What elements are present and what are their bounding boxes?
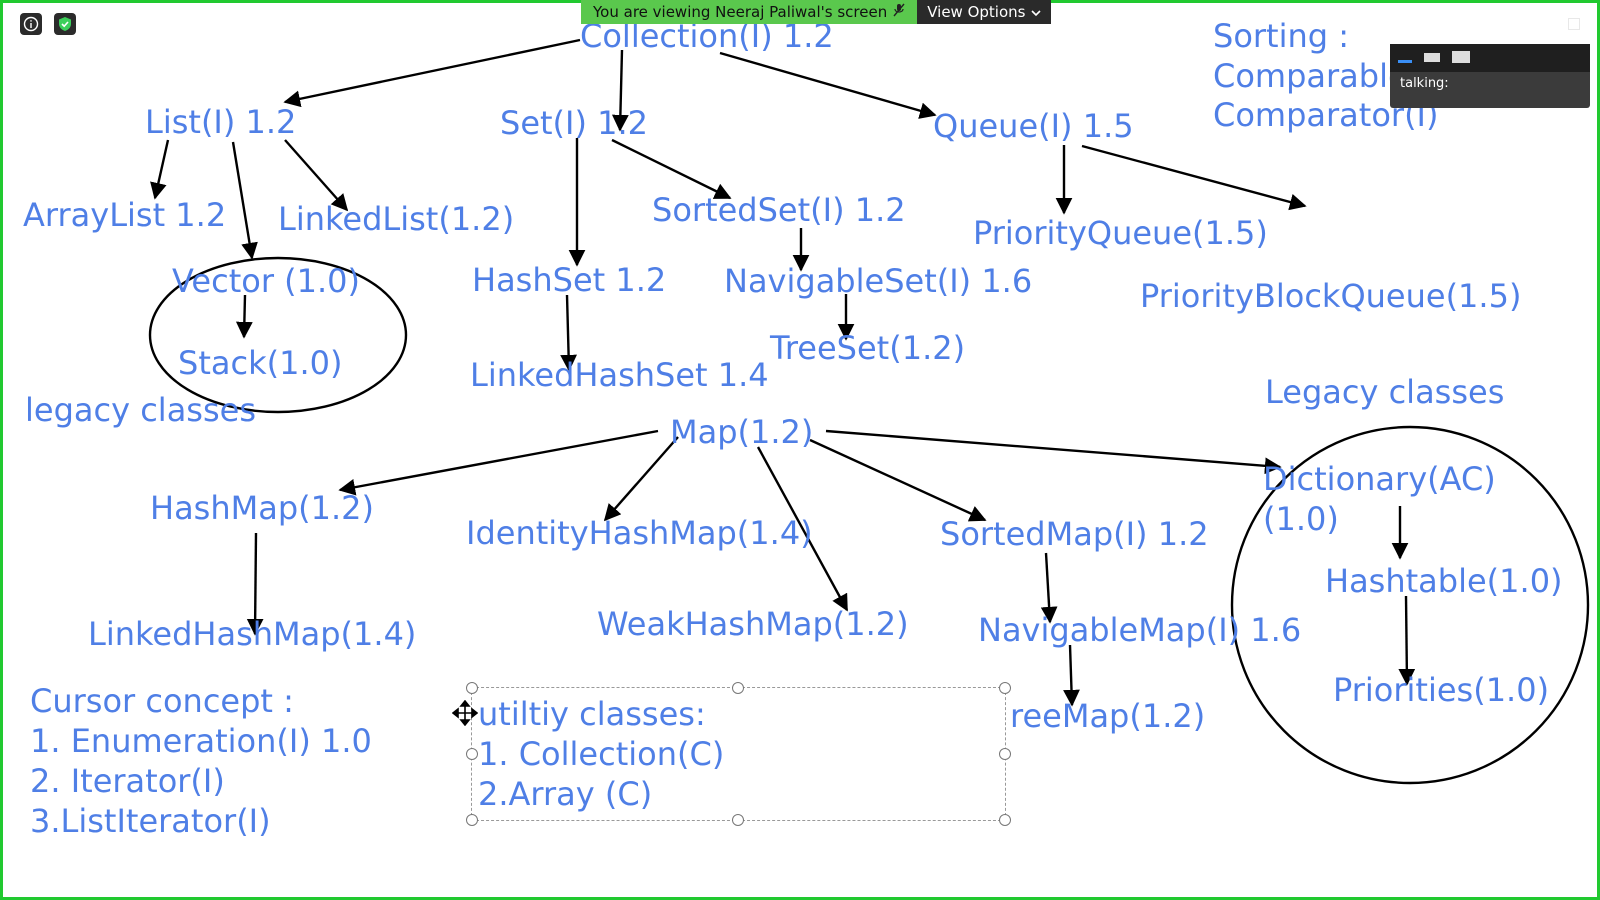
share-message-text: You are viewing Neeraj Paliwal's screen	[593, 3, 888, 21]
resize-handle-b[interactable]	[732, 814, 744, 826]
legacy-circle-left	[148, 256, 408, 414]
arrow-set-sortedset	[611, 138, 732, 200]
utility-item-1: 1. Collection(C)	[478, 735, 725, 773]
cursor-item-3: 3.ListIterator(I)	[30, 802, 271, 840]
cursor-item-2: 2. Iterator(I)	[30, 762, 225, 800]
mic-muted-icon	[893, 0, 905, 24]
shield-icon[interactable]	[54, 13, 76, 35]
node-priorities: Priorities(1.0)	[1333, 671, 1550, 709]
move-cursor-icon[interactable]	[451, 699, 479, 727]
restore-icon[interactable]	[1568, 18, 1580, 30]
node-queue: Queue(I) 1.5	[933, 107, 1134, 145]
node-identityhashmap: IdentityHashMap(1.4)	[466, 514, 813, 552]
node-navigablemap: NavigableMap(I) 1.6	[978, 611, 1302, 649]
utility-item-2: 2.Array (C)	[478, 775, 653, 813]
node-priorityqueue: PriorityQueue(1.5)	[973, 214, 1268, 252]
legacy-classes-label: legacy classes	[25, 391, 256, 429]
node-map: Map(1.2)	[670, 413, 814, 451]
chevron-down-icon	[1031, 0, 1042, 24]
arrow-collection-list	[283, 38, 581, 108]
node-arraylist: ArrayList 1.2	[23, 196, 227, 234]
cursor-concept-title: Cursor concept :	[30, 682, 294, 720]
arrow-list-linkedlist	[284, 139, 349, 212]
arrow-sortedmap-navigablemap	[1040, 552, 1058, 624]
arrow-map-weakhashmap	[756, 446, 849, 612]
node-sortedmap: SortedMap(I) 1.2	[940, 515, 1209, 553]
layout-small-icon[interactable]	[1424, 53, 1440, 62]
arrow-map-hashmap	[338, 429, 659, 496]
node-sortedset: SortedSet(I) 1.2	[652, 191, 906, 229]
cursor-item-1: 1. Enumeration(I) 1.0	[30, 722, 372, 760]
arrow-queue-priorityblockqueue	[1081, 144, 1307, 211]
arrow-collection-set	[611, 49, 629, 132]
talking-indicator-panel: talking:	[1390, 44, 1590, 108]
node-hashtable: Hashtable(1.0)	[1325, 562, 1563, 600]
resize-handle-tl[interactable]	[466, 682, 478, 694]
node-set: Set(I) 1.2	[500, 104, 649, 142]
arrow-hashset-linkedhashset	[560, 294, 577, 372]
talking-label: talking:	[1400, 76, 1449, 91]
arrow-map-dictionary	[825, 429, 1282, 475]
arrow-hashtable-priorities	[1398, 595, 1416, 686]
arrow-map-sortedmap	[809, 438, 987, 522]
node-linkedlist: LinkedList(1.2)	[278, 200, 515, 238]
node-linkedhashset: LinkedHashSet 1.4	[470, 356, 769, 394]
video-panel-toolbar	[1390, 44, 1590, 72]
node-navigableset: NavigableSet(I) 1.6	[724, 262, 1033, 300]
screen-share-banner: You are viewing Neeraj Paliwal's screen …	[581, 0, 1052, 24]
legacy-classes-label-right: Legacy classes	[1265, 373, 1505, 411]
resize-handle-r[interactable]	[999, 748, 1011, 760]
resize-handle-t[interactable]	[732, 682, 744, 694]
node-hashmap: HashMap(1.2)	[150, 489, 375, 527]
view-options-button[interactable]: View Options	[917, 0, 1052, 24]
resize-handle-tr[interactable]	[999, 682, 1011, 694]
node-list: List(I) 1.2	[145, 103, 297, 141]
node-treeset: TreeSet(1.2)	[770, 329, 966, 367]
legacy-circle-right	[1230, 425, 1590, 785]
node-treemap: reeMap(1.2)	[1010, 697, 1206, 735]
arrow-hashmap-linkedhashmap	[246, 532, 264, 636]
arrow-list-vector	[231, 141, 258, 260]
sorting-title: Sorting :	[1213, 17, 1350, 55]
arrow-map-identityhashmap	[603, 436, 679, 522]
arrow-list-arraylist	[150, 139, 170, 200]
node-dictionary-version: (1.0)	[1263, 500, 1339, 538]
resize-handle-bl[interactable]	[466, 814, 478, 826]
node-dictionary: Dictionary(AC)	[1263, 460, 1496, 498]
node-weakhashmap: WeakHashMap(1.2)	[597, 605, 909, 643]
minimize-icon[interactable]	[1398, 60, 1412, 63]
arrow-collection-queue	[719, 51, 937, 119]
view-options-label: View Options	[927, 3, 1026, 21]
node-priorityblockqueue: PriorityBlockQueue(1.5)	[1140, 277, 1522, 315]
node-hashset: HashSet 1.2	[472, 261, 667, 299]
layout-large-icon[interactable]	[1452, 51, 1470, 63]
resize-handle-l[interactable]	[466, 748, 478, 760]
node-linkedhashmap: LinkedHashMap(1.4)	[88, 615, 417, 653]
arrow-navigablemap-treemap	[1063, 644, 1080, 707]
utility-title: utiltiy classes:	[478, 695, 706, 733]
arrow-vector-stack	[235, 294, 253, 339]
node-stack: Stack(1.0)	[178, 344, 343, 382]
node-vector: Vector (1.0)	[172, 262, 360, 300]
selected-text-box[interactable]	[466, 682, 1011, 826]
share-message: You are viewing Neeraj Paliwal's screen	[581, 0, 918, 24]
resize-handle-br[interactable]	[999, 814, 1011, 826]
info-icon[interactable]	[20, 13, 42, 35]
